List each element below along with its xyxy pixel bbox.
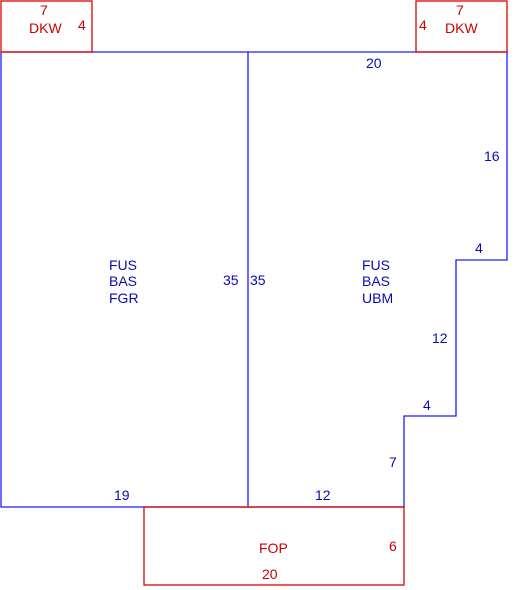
deck-left-dim-right: 4 (78, 17, 86, 33)
right-unit-code3: UBM (362, 290, 393, 306)
porch-dim-right: 6 (389, 538, 397, 554)
dim-bottom-left: 19 (114, 487, 130, 503)
dim-shared-wall-right: 35 (250, 272, 266, 288)
deck-right-dim-left: 4 (419, 17, 427, 33)
porch-code: FOP (259, 540, 288, 556)
porch-dim-bottom: 20 (262, 566, 278, 582)
deck-left-outline (0, 0, 93, 53)
building-outline (0, 51, 508, 508)
porch-outline (143, 506, 405, 586)
deck-left-dim-top: 7 (40, 2, 48, 18)
dim-right-middle: 12 (432, 330, 448, 346)
deck-right-outline (415, 0, 508, 53)
dim-right-lower: 7 (389, 454, 397, 470)
dim-top-right: 20 (366, 55, 382, 71)
right-unit-code1: FUS (362, 257, 390, 273)
right-unit-code2: BAS (362, 273, 390, 289)
deck-right-code: DKW (445, 20, 478, 36)
dim-right-upper: 16 (484, 148, 500, 164)
dim-bottom-right: 12 (315, 487, 331, 503)
left-unit-code1: FUS (109, 257, 137, 273)
left-unit-code3: FGR (109, 290, 139, 306)
dim-shared-wall-left: 35 (223, 272, 239, 288)
deck-left-code: DKW (29, 20, 62, 36)
left-unit-code2: BAS (109, 273, 137, 289)
deck-right-dim-top: 7 (456, 2, 464, 18)
dim-step-lower: 4 (423, 397, 431, 413)
dim-step-upper: 4 (475, 240, 483, 256)
